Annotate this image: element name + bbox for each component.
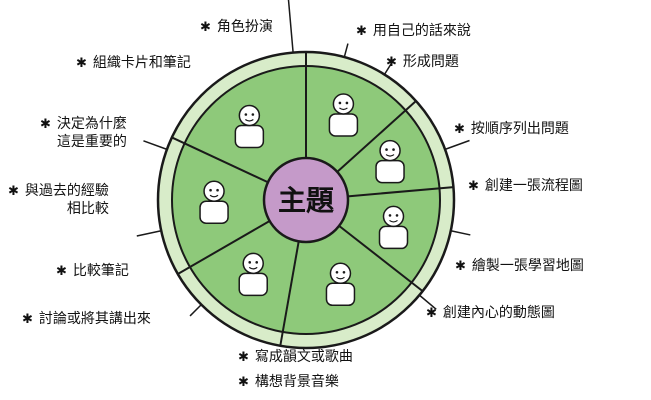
pointer-line [136,230,162,237]
star-icon: ✱ [426,306,437,321]
discussion-figure-icon-eye [209,188,212,192]
label-decide-why-text: 決定為什麼 這是重要的 [56,116,127,150]
star-icon: ✱ [455,259,466,274]
star-icon: ✱ [238,375,249,390]
wheel-spoke [171,136,269,184]
map-figure-icon-eye [335,271,339,274]
singing-figure-icon-eye [248,261,252,264]
map-figure-icon-body [325,282,356,307]
wheel-spoke [347,186,454,198]
pointer-line [418,294,437,310]
center-hub [262,156,350,244]
thinking-figure-icon-body [234,124,265,149]
flowchart-figure-icon [382,205,405,228]
star-icon: ✱ [76,56,87,71]
map-figure-icon [329,262,352,285]
discussion-figure-icon-body [199,200,229,224]
star-icon: ✱ [468,179,479,194]
star-icon: ✱ [56,264,67,279]
label-list-questions-text: 按順序列出問題 [470,121,569,137]
label-rhyme-song-text: 寫成韻文或歌曲 [254,349,353,365]
label-mental-image: ✱ 創建內心的動態圖 [426,304,555,323]
label-background-music-text: 構想背景音樂 [254,374,339,390]
flowchart-figure-icon-eye [395,214,399,217]
reading-figure-icon-body [375,159,405,184]
star-icon: ✱ [238,350,249,365]
wheel: 主題 [136,0,471,350]
reading-figure-icon [379,139,401,162]
pointer-line [189,304,202,317]
thinking-figure-icon-eye [251,113,255,116]
label-flowchart-text: 創建一張流程圖 [484,178,583,194]
thinking-figure-icon [238,104,261,127]
label-compare-past-text: 與過去的經驗 相比較 [24,183,109,217]
star-icon: ✱ [40,117,51,132]
wheel-spoke [338,225,424,292]
label-discuss: ✱ 討論或將其講出來 [22,310,151,329]
thinking-figure-icon-mouth [244,119,254,122]
wheel-spoke [279,241,300,346]
flowchart-figure-icon-mouth [389,219,398,223]
star-icon: ✱ [386,55,397,70]
pointer-line [450,230,471,236]
label-learning-map-text: 繪製一張學習地圖 [471,258,584,274]
map-figure-icon-eye [342,271,346,274]
pointer-line [287,0,294,53]
star-icon: ✱ [356,24,367,39]
pointer-line [143,140,168,151]
pointer-line [343,43,349,58]
label-list-questions: ✱ 按順序列出問題 [454,120,569,139]
label-mental-image-text: 創建內心的動態圖 [442,305,555,321]
singing-figure-icon-mouth [248,266,258,270]
star-icon: ✱ [22,312,33,327]
singing-figure-icon-body [238,272,268,297]
discussion-figure-icon [203,180,225,202]
star-icon: ✱ [200,20,211,35]
role-play-figure-icon [332,93,355,115]
label-flowchart: ✱ 創建一張流程圖 [468,177,583,196]
map-figure-icon-mouth [336,276,345,280]
label-decide-why: ✱ 決定為什麼 這是重要的 [40,115,127,151]
label-own-words-text: 用自己的話來說 [372,23,471,39]
wheel-spoke [336,100,417,173]
thinking-figure-icon-eye [244,113,248,116]
wheel-spoke [177,220,271,275]
singing-figure-icon-eye [255,261,259,264]
discussion-figure-icon-eye [216,188,219,192]
flowchart-figure-icon-body [378,225,409,250]
reading-figure-icon-eye [385,148,388,151]
pointer-line [444,139,470,151]
label-cards-notes-text: 組織卡片和筆記 [92,55,191,71]
label-discuss-text: 討論或將其講出來 [38,311,151,327]
star-icon: ✱ [454,122,465,137]
role-play-figure-icon-eye [345,101,349,105]
label-learning-map: ✱ 繪製一張學習地圖 [455,257,584,276]
role-play-figure-icon-eye [338,101,342,105]
label-compare-notes: ✱ 比較筆記 [56,262,129,281]
label-form-questions-text: 形成問題 [402,54,459,70]
discussion-figure-icon-mouth [209,194,219,198]
label-compare-past: ✱ 與過去的經驗 相比較 [8,182,109,218]
label-role-play: ✱ 角色扮演 [200,18,273,37]
flowchart-figure-icon-eye [388,214,392,217]
singing-figure-icon [242,252,264,275]
label-form-questions: ✱ 形成問題 [386,53,459,72]
role-play-figure-icon-body [328,113,359,137]
center-title: 主題 [278,184,335,217]
reading-figure-icon-mouth [385,154,395,157]
label-compare-notes-text: 比較筆記 [72,263,129,279]
reading-figure-icon-eye [392,148,395,151]
role-play-figure-icon-mouth [339,107,348,111]
label-background-music: ✱ 構想背景音樂 [238,373,339,392]
label-own-words: ✱ 用自己的話來說 [356,22,471,41]
label-rhyme-song: ✱ 寫成韻文或歌曲 [238,348,353,367]
star-icon: ✱ [8,184,19,199]
label-cards-notes: ✱ 組織卡片和筆記 [76,54,191,73]
label-role-play-text: 角色扮演 [216,19,273,35]
pointer-line [383,58,395,75]
